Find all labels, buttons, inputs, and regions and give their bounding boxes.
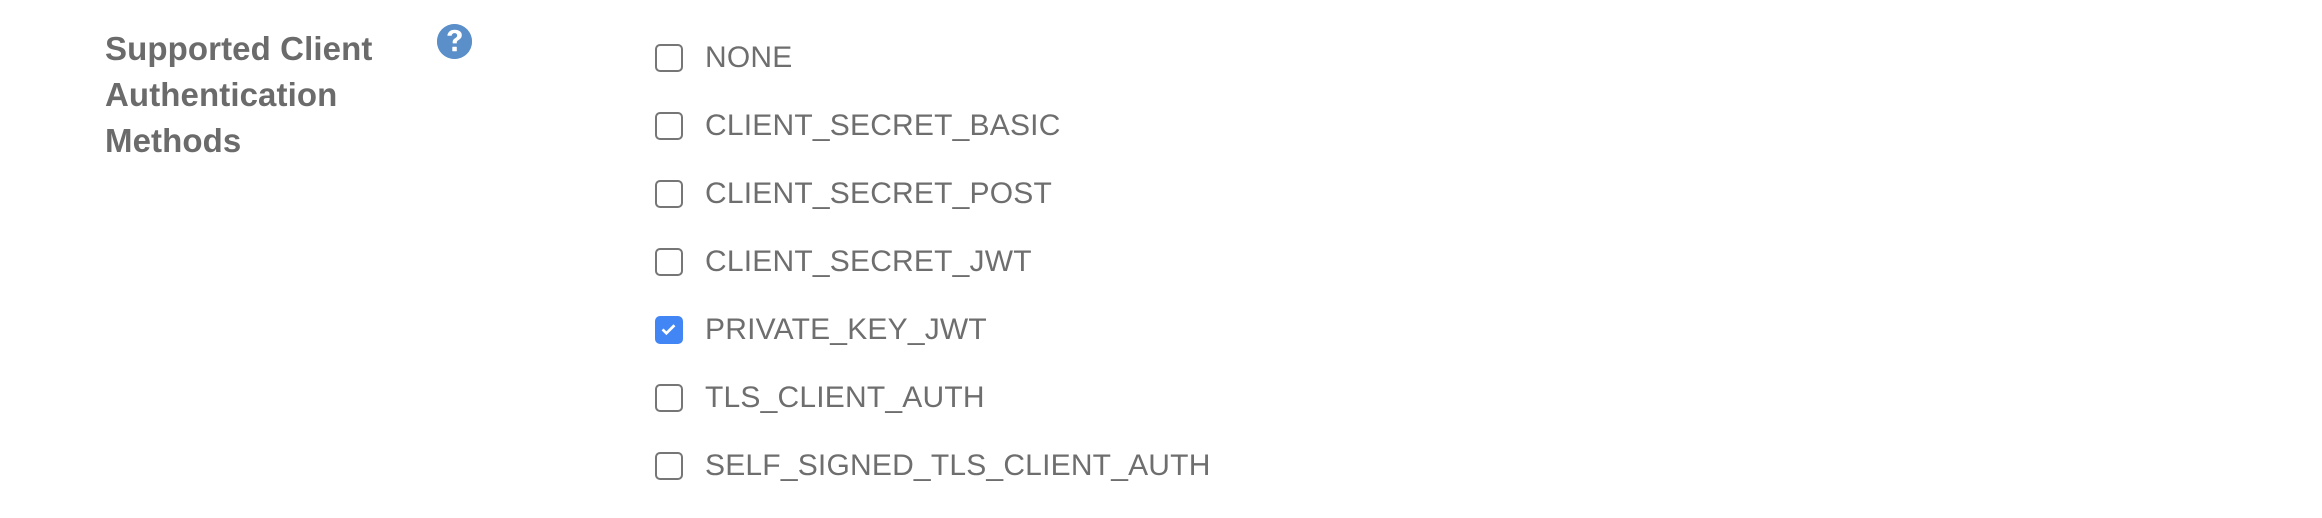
checkbox-option-none[interactable]: NONE (655, 30, 1755, 98)
checkbox-input-tls-client-auth[interactable] (655, 384, 683, 412)
checkbox-option-self-signed-tls-client-auth[interactable]: SELF_SIGNED_TLS_CLIENT_AUTH (655, 438, 1755, 506)
checkbox-option-client-secret-basic[interactable]: CLIENT_SECRET_BASIC (655, 98, 1755, 166)
field-label-column: Supported Client Authentication Methods (105, 26, 405, 164)
checkbox-option-label: CLIENT_SECRET_BASIC (705, 109, 1061, 142)
checkbox-option-label: NONE (705, 41, 793, 74)
checkbox-option-label: TLS_CLIENT_AUTH (705, 381, 985, 414)
checkbox-option-client-secret-post[interactable]: CLIENT_SECRET_POST (655, 166, 1755, 234)
client-auth-methods-checkbox-group: NONE CLIENT_SECRET_BASIC CLIENT_SECRET_P… (655, 30, 1755, 506)
checkbox-input-client-secret-jwt[interactable] (655, 248, 683, 276)
checkbox-input-private-key-jwt[interactable] (655, 316, 683, 344)
checkbox-option-client-secret-jwt[interactable]: CLIENT_SECRET_JWT (655, 234, 1755, 302)
checkbox-input-client-secret-basic[interactable] (655, 112, 683, 140)
checkbox-input-self-signed-tls-client-auth[interactable] (655, 452, 683, 480)
checkbox-option-private-key-jwt[interactable]: PRIVATE_KEY_JWT (655, 302, 1755, 370)
checkbox-input-client-secret-post[interactable] (655, 180, 683, 208)
checkbox-option-label: PRIVATE_KEY_JWT (705, 313, 987, 346)
field-label: Supported Client Authentication Methods (105, 30, 373, 159)
help-circle-icon[interactable] (437, 24, 472, 59)
checkbox-option-label: CLIENT_SECRET_JWT (705, 245, 1032, 278)
checkbox-input-none[interactable] (655, 44, 683, 72)
checkbox-option-label: SELF_SIGNED_TLS_CLIENT_AUTH (705, 449, 1211, 482)
checkbox-option-tls-client-auth[interactable]: TLS_CLIENT_AUTH (655, 370, 1755, 438)
checkbox-option-label: CLIENT_SECRET_POST (705, 177, 1053, 210)
